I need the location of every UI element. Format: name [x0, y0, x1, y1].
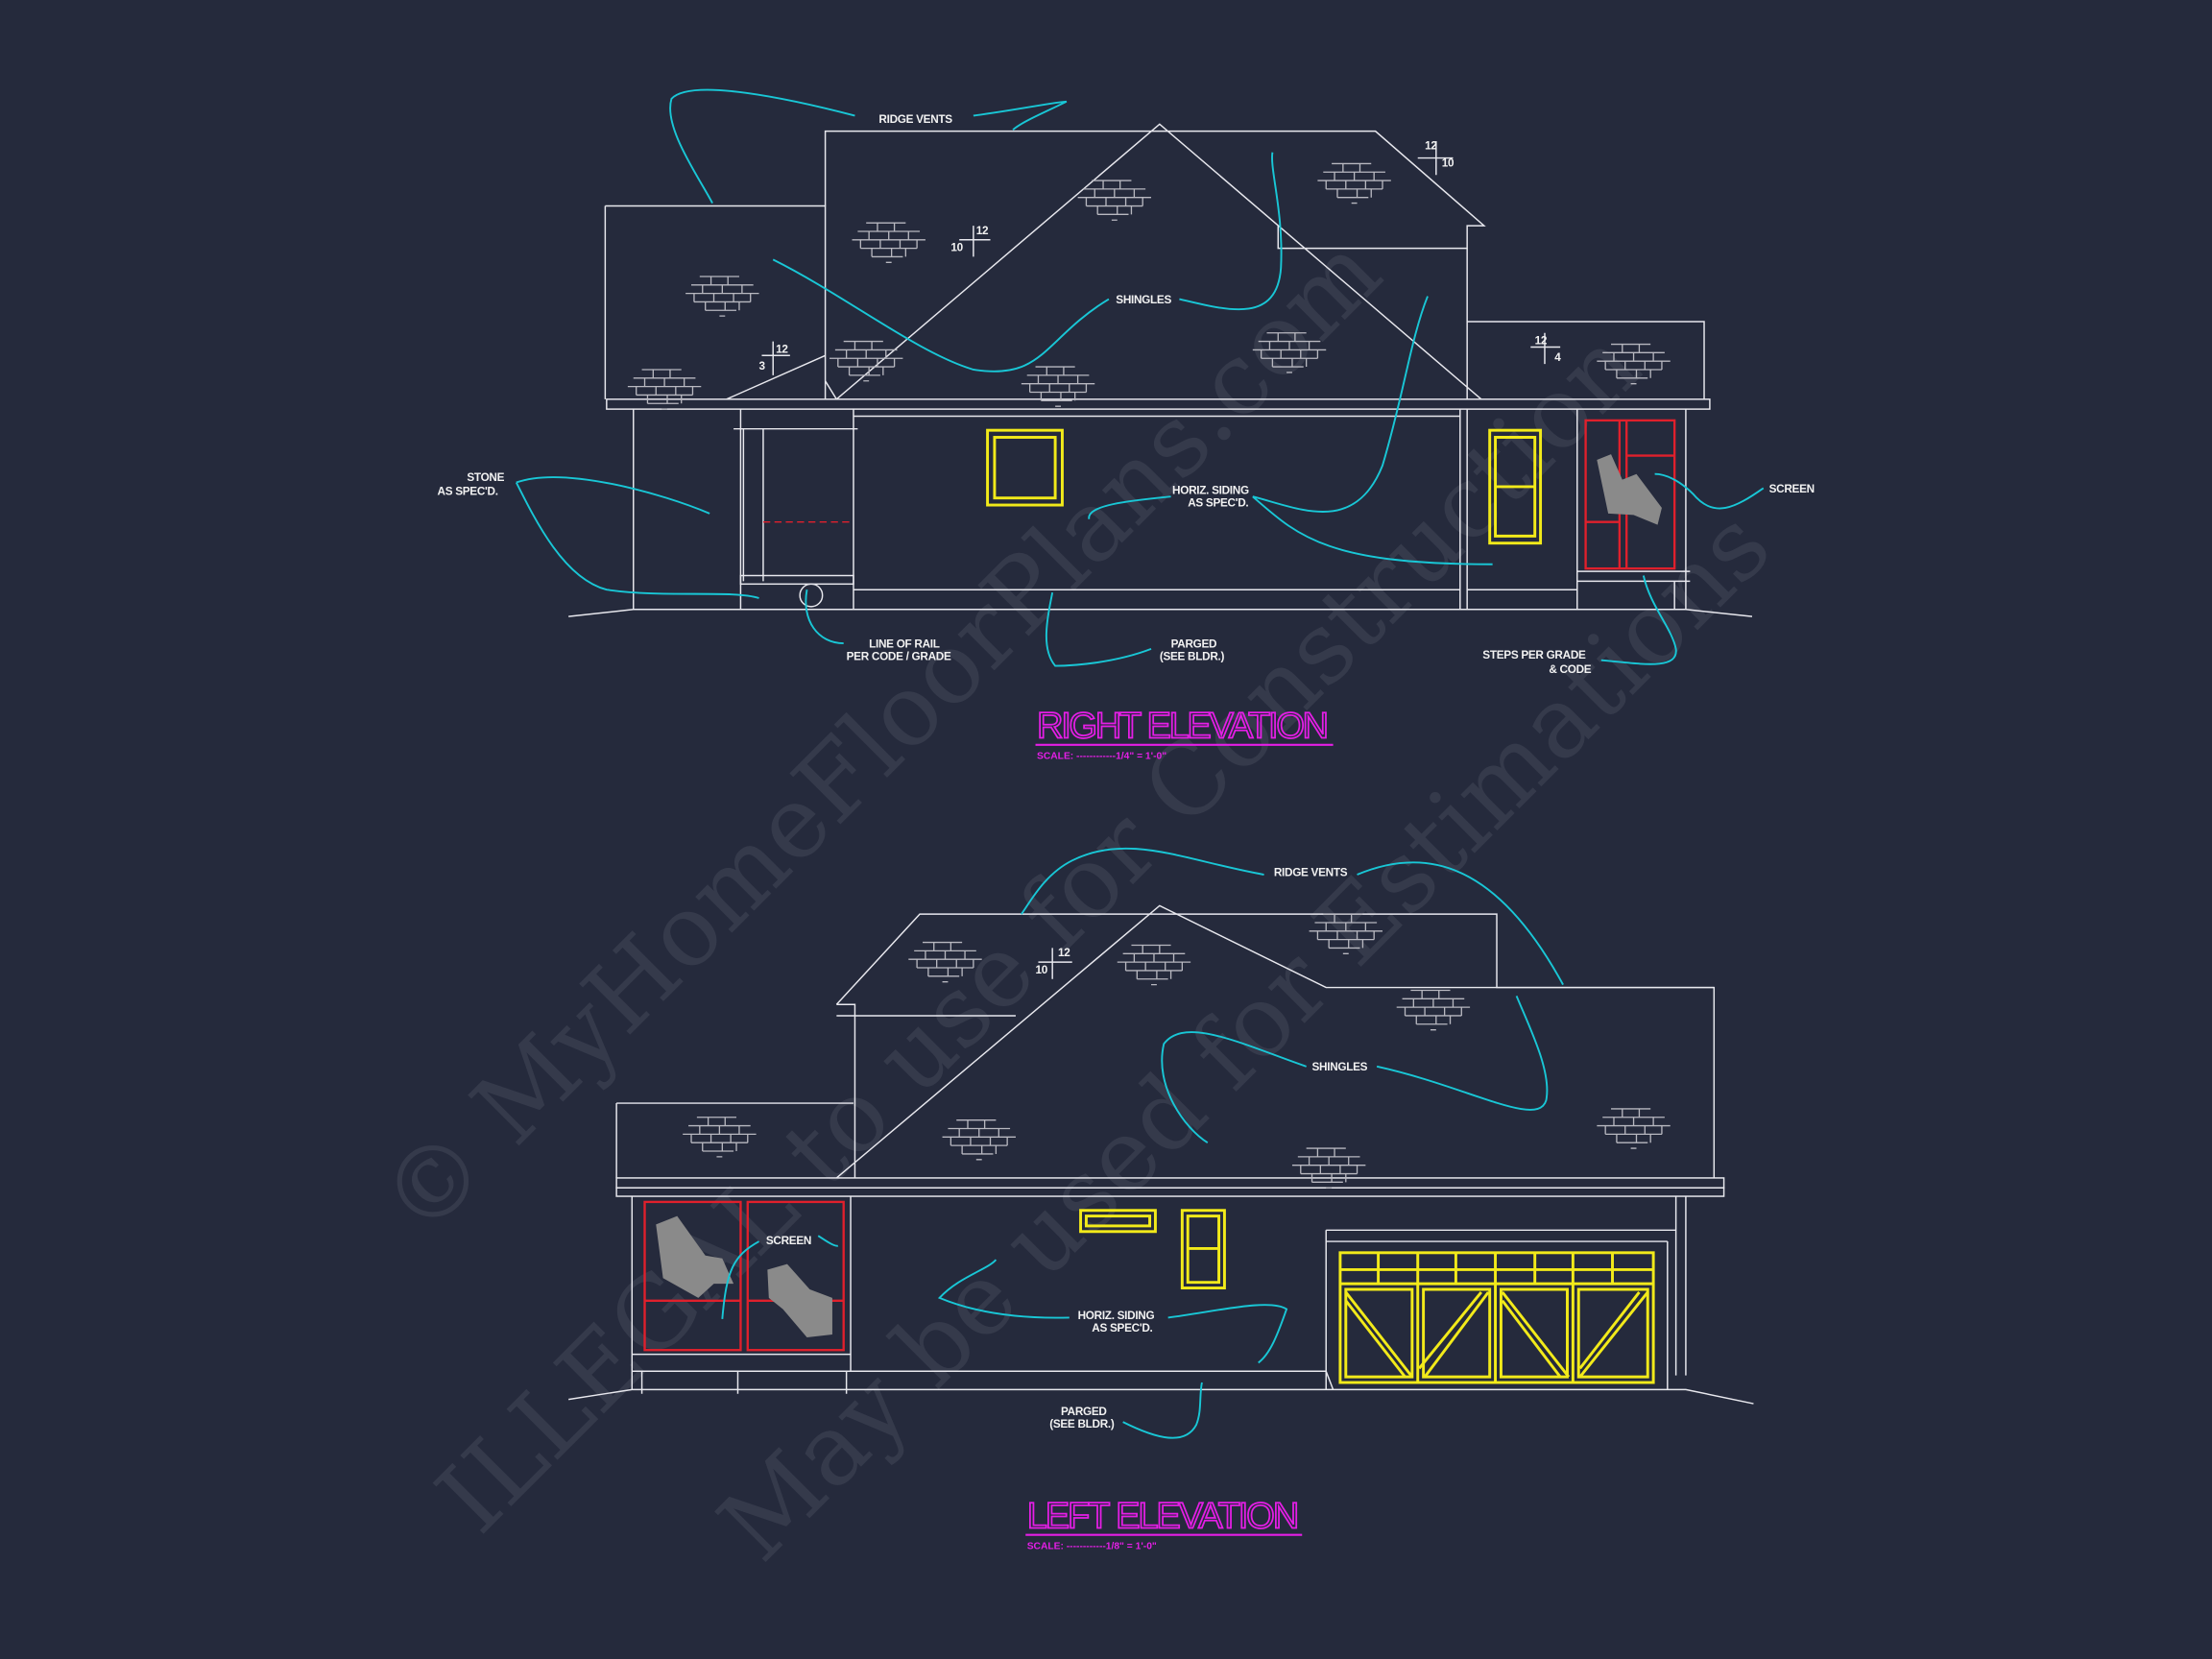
label-line-of-rail: LINE OF RAIL: [869, 637, 940, 650]
left-elevation-walls: [631, 1196, 1687, 1394]
pitch-run: 10: [950, 242, 963, 254]
label-ridge-vents: RIDGE VENTS: [878, 113, 952, 126]
label-shingles: SHINGLES: [1116, 294, 1171, 306]
pitch-run: 4: [1554, 351, 1561, 364]
label-siding-spec: AS SPEC'D.: [1092, 1322, 1152, 1334]
pitch-rise: 12: [1535, 335, 1548, 348]
label-steps-code: & CODE: [1549, 663, 1591, 676]
pitch-rise: 12: [776, 343, 788, 355]
garage-door: [1325, 1229, 1676, 1390]
pitch-rise: 12: [976, 225, 989, 237]
pitch-marker: 12 3: [759, 341, 790, 375]
pitch-marker: 12 10: [1036, 947, 1072, 979]
right-elevation-title: RIGHT ELEVATION: [1037, 705, 1331, 746]
label-see-bldr: (SEE BLDR.): [1160, 651, 1225, 663]
window-double-hung: [1488, 428, 1543, 545]
pitch-run: 3: [759, 360, 766, 373]
label-see-bldr: (SEE BLDR.): [1049, 1418, 1115, 1431]
label-per-code-grade: PER CODE / GRADE: [847, 651, 951, 663]
label-siding-spec: AS SPEC'D.: [1188, 497, 1248, 510]
label-stone-spec: AS SPEC'D.: [438, 486, 498, 498]
pitch-rise: 12: [1425, 140, 1437, 153]
right-elevation-roof: [604, 123, 1711, 410]
label-horiz-siding: HORIZ. SIDING: [1172, 484, 1249, 496]
label-ridge-vents: RIDGE VENTS: [1274, 866, 1348, 878]
window: [986, 428, 1064, 507]
label-shingles: SHINGLES: [1312, 1061, 1368, 1073]
label-screen: SCREEN: [1769, 483, 1815, 495]
pitch-run: 10: [1036, 964, 1048, 976]
left-elevation: 12 10 RIDGE VENTS SHINGLES SCREEN HORIZ.…: [568, 847, 1754, 1551]
screen-porch-window: [1584, 419, 1676, 570]
label-parged: PARGED: [1171, 637, 1217, 650]
left-elevation-scale: SCALE: ------------1/8" = 1'-0": [1027, 1541, 1157, 1551]
window-transom: [1079, 1209, 1157, 1234]
pitch-run: 10: [1442, 156, 1455, 169]
left-elevation-title: LEFT ELEVATION: [1027, 1495, 1301, 1536]
window-double-hung: [1180, 1209, 1226, 1290]
label-screen: SCREEN: [766, 1235, 811, 1247]
pitch-rise: 12: [1058, 947, 1070, 959]
label-parged: PARGED: [1061, 1406, 1107, 1418]
label-stone: STONE: [467, 471, 504, 484]
right-elevation-scale: SCALE: ------------1/4" = 1'-0": [1037, 752, 1166, 762]
left-elevation-roof: [615, 904, 1725, 1197]
label-steps-per-grade: STEPS PER GRADE: [1482, 649, 1586, 661]
pitch-marker: 12 10: [1417, 140, 1455, 176]
label-horiz-siding: HORIZ. SIDING: [1078, 1310, 1155, 1322]
screen-porch-windows: [643, 1200, 845, 1352]
pitch-marker: 12 10: [950, 225, 991, 257]
right-elevation: 12 10 12 10 12 3 12 4 RIDGE VENTS: [438, 88, 1815, 762]
pitch-marker: 12 4: [1530, 332, 1562, 364]
